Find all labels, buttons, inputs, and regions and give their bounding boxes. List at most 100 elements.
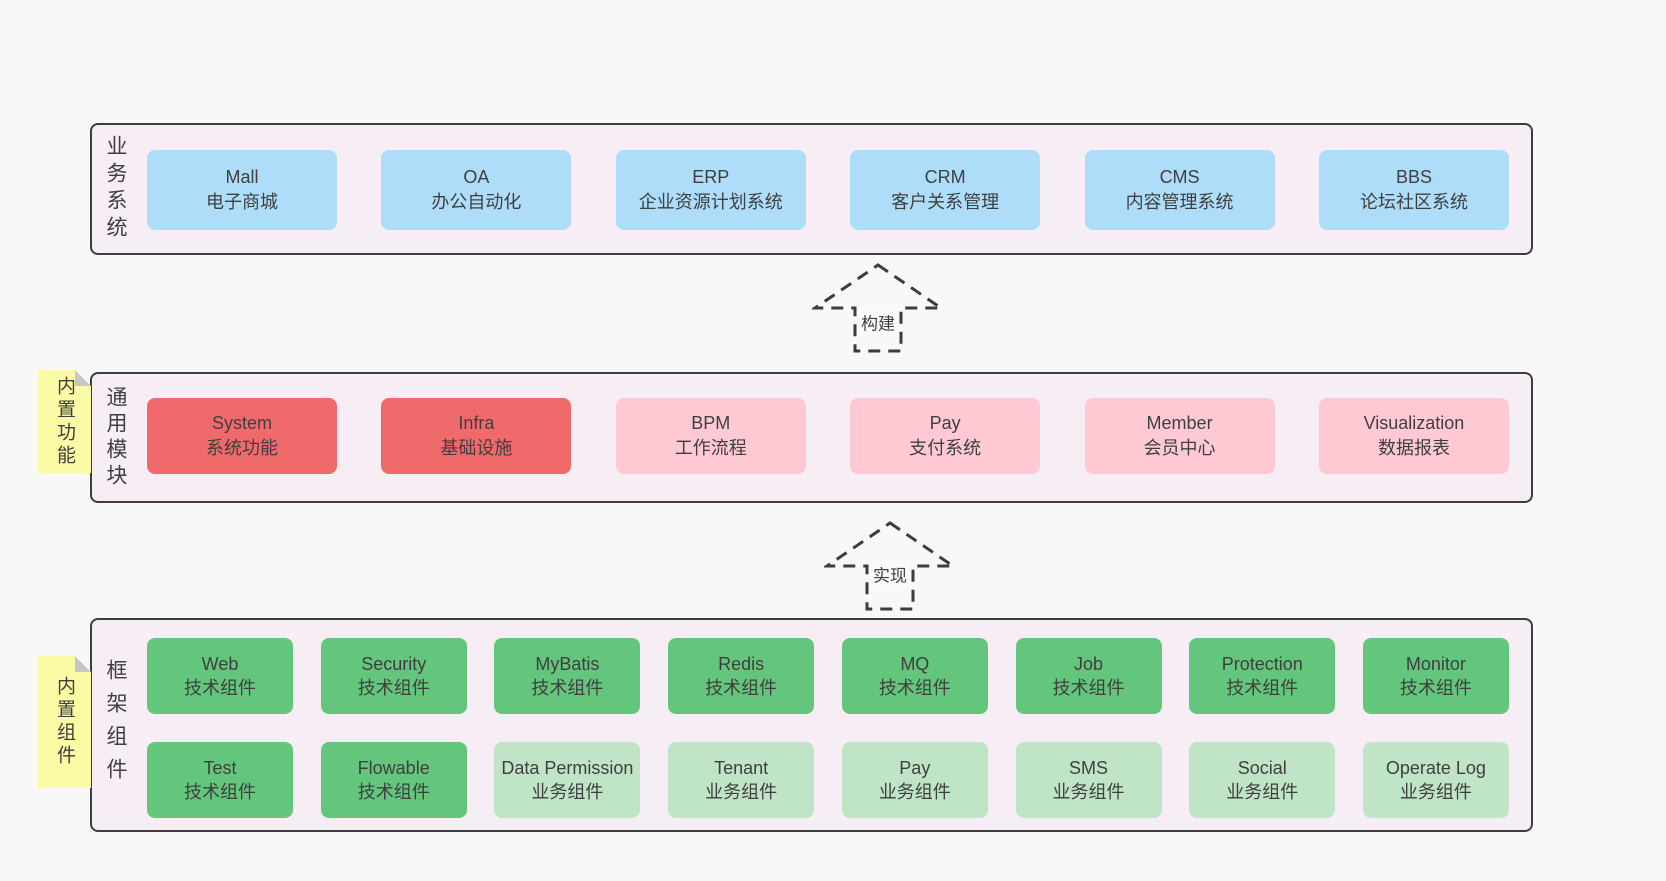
box-title: Mall xyxy=(225,167,259,187)
box-tenant: Tenant 业务组件 xyxy=(668,742,815,818)
box-title: Operate Log xyxy=(1385,758,1486,778)
box-subtitle: 技术组件 xyxy=(878,678,951,698)
box-title: Member xyxy=(1146,413,1213,433)
built-in-components-tag: 内置组件 xyxy=(38,656,91,788)
box-bpm: BPM 工作流程 xyxy=(615,398,806,474)
box-infra: Infra 基础设施 xyxy=(381,398,572,474)
components-box-row-1: Web 技术组件 Security 技术组件 MyBatis 技术组件 Redi… xyxy=(147,638,1509,714)
box-member: Member 会员中心 xyxy=(1084,398,1275,474)
box-security: Security 技术组件 xyxy=(320,638,467,714)
box-operate-log: Operate Log 业务组件 xyxy=(1362,742,1509,818)
box-title: Infra xyxy=(458,413,495,433)
box-title: Pay xyxy=(929,413,961,433)
panel-label-components: 框架组件 xyxy=(104,659,127,791)
box-title: Visualization xyxy=(1363,413,1465,433)
box-title: System xyxy=(211,413,272,433)
box-subtitle: 技术组件 xyxy=(1399,678,1472,698)
box-subtitle: 技术组件 xyxy=(357,678,430,698)
box-test: Test 技术组件 xyxy=(147,742,293,818)
box-subtitle: 技术组件 xyxy=(184,678,256,698)
up-arrow-dashed-icon xyxy=(812,263,944,353)
box-subtitle: 业务组件 xyxy=(705,782,778,802)
box-redis: Redis 技术组件 xyxy=(668,638,815,714)
box-subtitle: 技术组件 xyxy=(531,678,604,698)
modules-box-row: System 系统功能 Infra 基础设施 BPM 工作流程 Pay 支付系统… xyxy=(147,398,1509,474)
box-subtitle: 数据报表 xyxy=(1377,438,1450,458)
box-subtitle: 工作流程 xyxy=(674,438,747,458)
box-mybatis: MyBatis 技术组件 xyxy=(494,638,641,714)
box-subtitle: 技术组件 xyxy=(357,782,430,802)
implement-arrow: 实现 xyxy=(824,520,956,612)
box-title: MyBatis xyxy=(535,654,600,674)
box-subtitle: 内容管理系统 xyxy=(1125,192,1234,212)
box-title: Monitor xyxy=(1405,654,1466,674)
box-protection: Protection 技术组件 xyxy=(1189,638,1336,714)
box-sms: SMS 业务组件 xyxy=(1015,742,1162,818)
box-mq: MQ 技术组件 xyxy=(841,638,988,714)
panel-label-business: 业务系统 xyxy=(104,135,127,243)
box-subtitle: 支付系统 xyxy=(909,438,982,458)
box-subtitle: 业务组件 xyxy=(1399,782,1472,802)
up-arrow-dashed-icon xyxy=(824,521,956,611)
box-title: SMS xyxy=(1069,758,1109,778)
box-title: Security xyxy=(361,654,427,674)
box-subtitle: 业务组件 xyxy=(878,782,951,802)
tag-label: 内置功能 xyxy=(54,375,75,468)
box-erp: ERP 企业资源计划系统 xyxy=(615,150,806,230)
box-subtitle: 会员中心 xyxy=(1143,438,1216,458)
box-title: CRM xyxy=(924,167,966,187)
framework-components-panel: 框架组件 Web 技术组件 Security 技术组件 MyBatis 技术组件… xyxy=(90,618,1533,832)
box-monitor: Monitor 技术组件 xyxy=(1362,638,1509,714)
business-box-row: Mall 电子商城 OA 办公自动化 ERP 企业资源计划系统 CRM 客户关系… xyxy=(147,150,1509,230)
box-subtitle: 技术组件 xyxy=(1226,678,1299,698)
components-box-row-2: Test 技术组件 Flowable 技术组件 Data Permission … xyxy=(147,742,1509,818)
box-oa: OA 办公自动化 xyxy=(381,150,572,230)
business-systems-panel: 业务系统 Mall 电子商城 OA 办公自动化 ERP 企业资源计划系统 CRM… xyxy=(90,123,1533,255)
box-subtitle: 技术组件 xyxy=(184,782,256,802)
box-subtitle: 技术组件 xyxy=(1052,678,1125,698)
box-title: CMS xyxy=(1159,167,1200,187)
box-flowable: Flowable 技术组件 xyxy=(320,742,467,818)
box-subtitle: 论坛社区系统 xyxy=(1359,192,1468,212)
box-web: Web 技术组件 xyxy=(147,638,293,714)
folded-corner-icon xyxy=(75,656,91,672)
box-subtitle: 办公自动化 xyxy=(431,192,522,212)
panel-label-modules: 通用模块 xyxy=(104,385,127,490)
box-subtitle: 业务组件 xyxy=(531,782,604,802)
box-title: Protection xyxy=(1221,654,1303,674)
box-title: Pay xyxy=(899,758,931,778)
box-pay-biz: Pay 业务组件 xyxy=(841,742,988,818)
box-bbs: BBS 论坛社区系统 xyxy=(1318,150,1509,230)
box-job: Job 技术组件 xyxy=(1015,638,1162,714)
box-title: Test xyxy=(203,758,237,778)
box-cms: CMS 内容管理系统 xyxy=(1084,150,1275,230)
implement-arrow-label: 实现 xyxy=(870,560,910,588)
box-title: Data Permission xyxy=(501,758,634,778)
box-subtitle: 技术组件 xyxy=(705,678,778,698)
tag-label: 内置组件 xyxy=(54,676,75,768)
box-subtitle: 系统功能 xyxy=(206,438,278,458)
box-subtitle: 客户关系管理 xyxy=(891,192,1000,212)
box-title: MQ xyxy=(900,654,930,674)
box-title: Flowable xyxy=(357,758,430,778)
box-subtitle: 电子商城 xyxy=(206,192,278,212)
box-subtitle: 业务组件 xyxy=(1226,782,1299,802)
box-pay: Pay 支付系统 xyxy=(850,398,1041,474)
box-subtitle: 企业资源计划系统 xyxy=(638,192,783,212)
box-crm: CRM 客户关系管理 xyxy=(850,150,1041,230)
box-social: Social 业务组件 xyxy=(1189,742,1336,818)
build-arrow: 构建 xyxy=(812,262,944,354)
built-in-features-tag: 内置功能 xyxy=(38,370,91,473)
box-data-permission: Data Permission 业务组件 xyxy=(494,742,641,818)
box-title: OA xyxy=(463,167,490,187)
box-title: Social xyxy=(1237,758,1287,778)
box-subtitle: 基础设施 xyxy=(440,438,513,458)
box-subtitle: 业务组件 xyxy=(1052,782,1125,802)
box-title: BBS xyxy=(1395,167,1432,187)
box-visualization: Visualization 数据报表 xyxy=(1318,398,1509,474)
box-title: BPM xyxy=(691,413,731,433)
box-mall: Mall 电子商城 xyxy=(147,150,337,230)
box-title: Redis xyxy=(718,654,765,674)
build-arrow-label: 构建 xyxy=(858,308,898,336)
box-title: Job xyxy=(1074,654,1104,674)
